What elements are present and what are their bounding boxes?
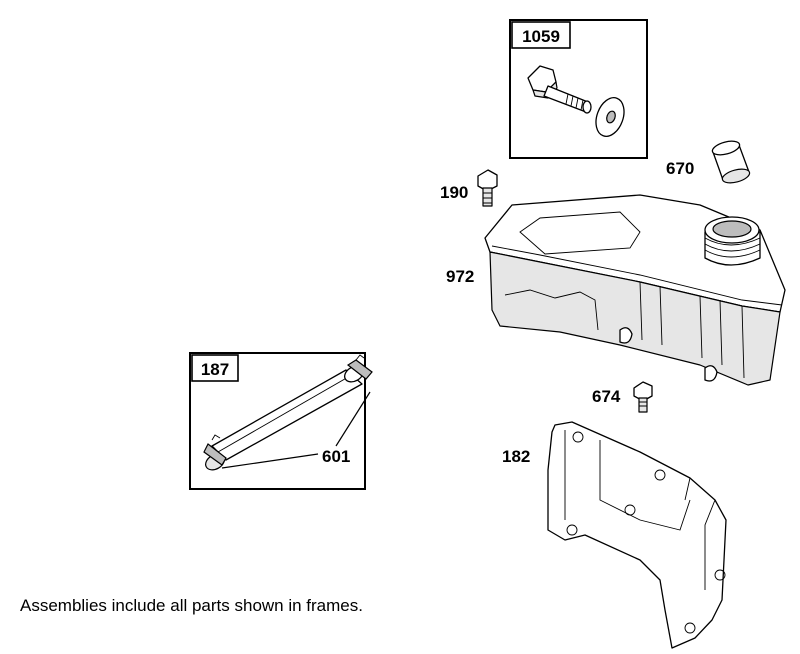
screw-190 [477, 169, 498, 207]
frame-187-label: 187 [201, 360, 229, 379]
bushing-670 [711, 140, 751, 184]
bolt-674 [633, 381, 653, 413]
hose-clamp-upper [346, 354, 373, 380]
assembly-note: Assemblies include all parts shown in fr… [20, 596, 363, 615]
fuel-tank-972 [484, 194, 786, 386]
callout-972: 972 [446, 267, 474, 286]
callout-674: 674 [592, 387, 621, 406]
hose-part [205, 365, 364, 471]
callout-601: 601 [322, 447, 350, 466]
callout-182: 182 [502, 447, 530, 466]
hose-clamp-lower [203, 434, 227, 466]
washer-part [595, 97, 625, 137]
frame-187: 187 [189, 352, 373, 490]
callout-190: 190 [440, 183, 468, 202]
bracket-182 [547, 421, 727, 649]
frame-1059-label: 1059 [522, 27, 560, 46]
bolt-part [527, 65, 592, 114]
callout-670: 670 [666, 159, 694, 178]
filler-neck [704, 216, 761, 266]
frame-1059: 1059 [509, 19, 648, 159]
